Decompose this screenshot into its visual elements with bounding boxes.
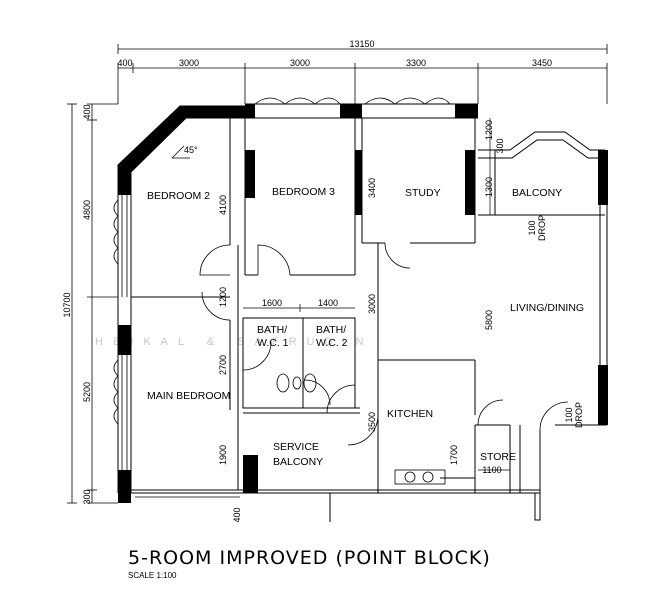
dim-2700: 2700 [218,355,228,375]
dim-1100: 1100 [482,465,501,475]
watermark: HEIKAL & SAFRUDIN [95,336,373,348]
dim-left-4: 300 [82,489,92,504]
dim-3500: 3500 [367,412,377,432]
top-dimensions [117,44,608,104]
room-bath-2-line1: BATH/ [316,324,346,336]
dim-left-3: 5200 [82,382,92,402]
dim-300-right: 300 [495,138,505,153]
dim-total-width: 13150 [349,39,374,49]
room-study: STUDY [405,187,441,199]
dim-top-2: 3000 [179,58,199,68]
drop-100-b: 100 [564,407,574,422]
plan-title: 5-ROOM IMPROVED (POINT BLOCK) [128,547,491,569]
windows [113,97,451,498]
dim-3000: 3000 [367,294,377,314]
dim-1200: 1200 [218,287,228,307]
dim-5800: 5800 [484,310,494,330]
dim-top-4: 3300 [406,58,426,68]
room-bath-1-line2: W.C. 1 [257,337,289,349]
dim-left-2: 4800 [82,200,92,220]
angle-marker [171,145,190,159]
drop-label-b: DROP [574,402,584,428]
room-bath-2-line2: W.C. 2 [316,337,348,349]
fixtures [276,373,446,485]
dim-3400: 3400 [367,178,377,198]
dim-total-height: 10700 [62,292,72,317]
dim-1200-right: 1200 [484,120,494,140]
dim-1300-right: 1300 [484,177,494,197]
room-main-bedroom: MAIN BEDROOM [147,390,230,402]
room-bath-1-line1: BATH/ [257,324,287,336]
left-dimensions [67,103,118,504]
room-service-balcony-line2: BALCONY [273,456,323,468]
dim-1600: 1600 [262,298,282,308]
room-service-balcony-line1: SERVICE [273,441,319,453]
doors [199,242,569,446]
room-balcony: BALCONY [512,187,562,199]
drop-label-a: DROP [537,215,547,241]
dim-bottom-400: 400 [232,507,242,522]
dim-top-3: 3000 [290,58,310,68]
room-kitchen: KITCHEN [387,408,433,420]
dim-1900: 1900 [218,445,228,465]
drop-100-a: 100 [527,220,537,235]
dim-top-1: 400 [117,58,132,68]
room-living-dining: LIVING/DINING [510,302,584,314]
dim-bed2-4100: 4100 [218,195,228,215]
room-bedroom-3: BEDROOM 3 [272,186,335,198]
dim-left-1: 400 [82,104,92,119]
dim-top-5: 3450 [532,58,552,68]
inner-dim-lines [243,118,510,471]
room-store: STORE [480,451,516,463]
dim-1700: 1700 [449,445,459,465]
room-bedroom-2: BEDROOM 2 [147,190,210,202]
plan-scale: SCALE 1:100 [128,571,177,580]
columns [118,104,608,503]
angle-label: 45° [184,145,198,155]
dim-1400: 1400 [318,298,338,308]
